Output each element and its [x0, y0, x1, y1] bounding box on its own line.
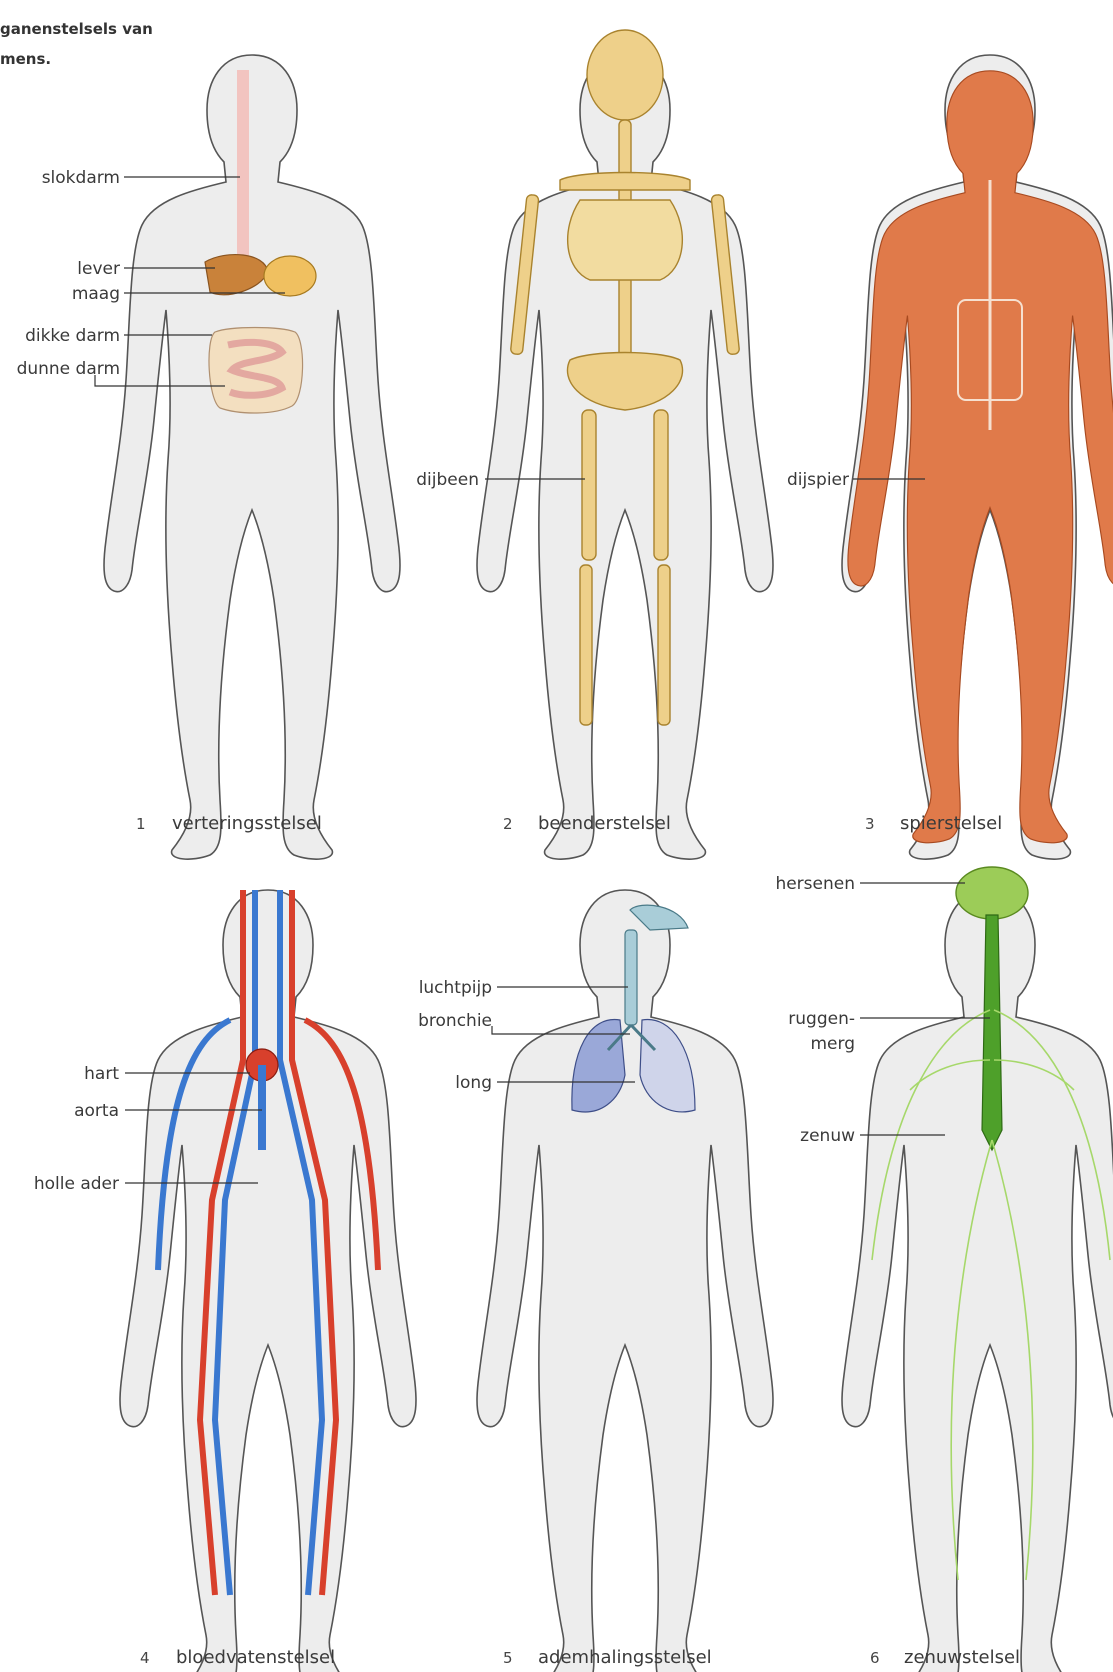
left-femur	[582, 410, 596, 560]
caption-zenuwstelsel: zenuwstelsel	[904, 1647, 1020, 1668]
caption-bloedvatenstelsel: bloedvatenstelsel	[176, 1647, 335, 1668]
stomach	[264, 256, 316, 296]
panel-number-1: 1	[136, 815, 146, 833]
label-long: long	[455, 1073, 492, 1093]
label-holle-ader: holle ader	[34, 1174, 119, 1194]
panel-skeletal-system: dijbeen 2 beenderstelsel	[416, 30, 773, 859]
right-femur	[654, 410, 668, 560]
caption-spierstelsel: spierstelsel	[900, 813, 1002, 834]
label-dijbeen: dijbeen	[416, 470, 479, 490]
label-aorta: aorta	[74, 1101, 119, 1121]
figure-title-line-2: mens.	[0, 50, 51, 68]
label-lever: lever	[77, 259, 120, 279]
body-outline-4	[120, 890, 416, 1672]
brain	[956, 867, 1028, 919]
clavicles	[560, 173, 690, 191]
panel-digestive-system: slokdarm lever maag dikke darm dunne dar…	[17, 55, 400, 859]
label-hart: hart	[84, 1064, 119, 1084]
trachea	[625, 930, 637, 1025]
panel-muscular-system: dijspier 3 spierstelsel	[787, 55, 1113, 859]
rib-cage	[568, 200, 683, 280]
right-shin	[658, 565, 670, 725]
panel-number-5: 5	[503, 1649, 513, 1667]
panel-circulatory-system: hart aorta holle ader 4 bloedvatenstelse…	[34, 890, 416, 1672]
left-shin	[580, 565, 592, 725]
panel-number-2: 2	[503, 815, 513, 833]
label-ruggen: ruggen-	[788, 1009, 855, 1029]
label-dikke-darm: dikke darm	[25, 326, 120, 346]
label-hersenen: hersenen	[775, 874, 855, 894]
panel-number-6: 6	[870, 1649, 880, 1667]
label-slokdarm: slokdarm	[42, 168, 120, 188]
body-outline-1	[104, 55, 400, 859]
panel-number-4: 4	[140, 1649, 150, 1667]
figure-title-line-1: ganenstelsels van	[0, 20, 153, 38]
panel-nervous-system: hersenen ruggen- merg zenuw 6 zenuwstels…	[775, 867, 1113, 1672]
label-bronchie: bronchie	[418, 1011, 492, 1031]
label-dunne-darm: dunne darm	[17, 359, 120, 379]
label-maag: maag	[72, 284, 120, 304]
panel-number-3: 3	[865, 815, 875, 833]
caption-ademhalingsstelsel: ademhalingsstelsel	[538, 1647, 712, 1668]
label-merg: merg	[810, 1034, 855, 1054]
panel-respiratory-system: luchtpijp bronchie long 5 ademhalingsste…	[418, 890, 773, 1672]
skull	[587, 30, 663, 120]
label-dijspier: dijspier	[787, 470, 849, 490]
spinal-cord	[982, 915, 1002, 1150]
caption-verteringsstelsel: verteringsstelsel	[172, 813, 322, 834]
caption-beenderstelsel: beenderstelsel	[538, 813, 671, 834]
label-luchtpijp: luchtpijp	[419, 978, 492, 998]
label-zenuw: zenuw	[800, 1126, 855, 1146]
body-outline-6	[842, 890, 1113, 1672]
